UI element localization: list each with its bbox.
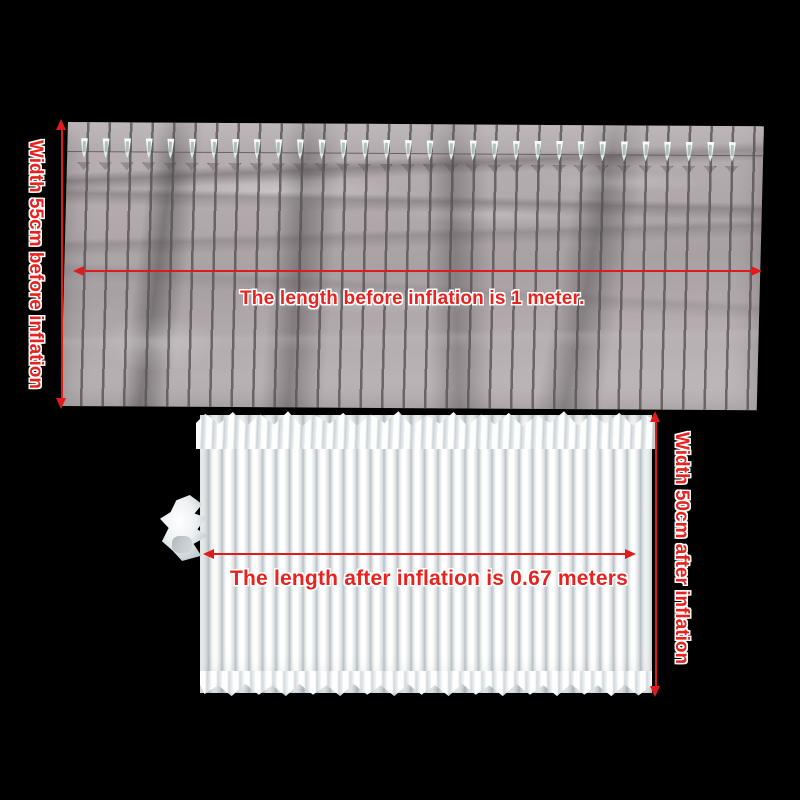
uninflated-air-column-sheet (60, 122, 764, 411)
uninflated-film-surface (60, 122, 764, 411)
width-after-label: Width 50cm after inflation (671, 432, 692, 665)
width-before-arrow-head-top (56, 119, 66, 130)
inflated-bottom-seal-edge (200, 671, 652, 697)
inflated-column-surface (200, 415, 652, 693)
width-before-label: Width 55cm before inflation (25, 140, 46, 389)
width-after-arrow-line (655, 420, 657, 688)
inflated-top-seal-edge (196, 411, 656, 449)
inflated-air-column-bag (160, 411, 656, 697)
